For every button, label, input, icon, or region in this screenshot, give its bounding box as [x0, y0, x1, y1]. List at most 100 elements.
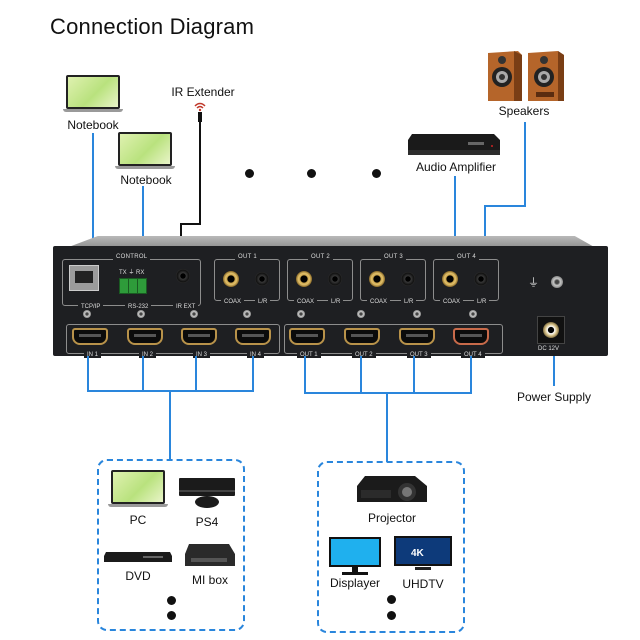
coax-port[interactable]: [442, 271, 458, 287]
audio-out-2-title: OUT 2: [308, 254, 334, 260]
wire-speakers: [484, 205, 526, 207]
screw: [469, 310, 477, 318]
hdmi-outputs-group: OUT 1 OUT 2 OUT 3 OUT 4: [284, 324, 503, 358]
hdmi-out-1-port[interactable]: [289, 328, 325, 345]
screw: [83, 310, 91, 318]
hdmi-out-3-label: OUT 3: [407, 352, 431, 358]
hdmi-in-1-label: IN 1: [84, 352, 102, 358]
coax-label: COAX: [367, 299, 391, 305]
hdmi-in-4-port[interactable]: [235, 328, 271, 345]
tcp-ip-label: TCP/IP: [78, 304, 104, 310]
lr-label: L/R: [328, 299, 344, 305]
rs232-pin[interactable]: [137, 278, 147, 294]
wire-hdmi-out-3: [413, 356, 415, 392]
lr-port[interactable]: [474, 272, 488, 286]
display-displayer-label: Displayer: [329, 576, 380, 590]
notebook-1-label: Notebook: [67, 118, 119, 132]
ir-extender-icon: [194, 102, 206, 122]
source-mi-box-label: MI box: [191, 573, 228, 587]
display-projector-label: Projector: [367, 511, 417, 525]
coax-label: COAX: [294, 299, 318, 305]
lr-label: L/R: [255, 299, 271, 305]
wire-hdmi-out-1: [304, 356, 306, 392]
hdmi-in-2-label: IN 2: [139, 352, 157, 358]
audio-amplifier-label: Audio Amplifier: [415, 160, 497, 174]
coax-port[interactable]: [223, 271, 239, 287]
hdmi-in-1-port[interactable]: [72, 328, 108, 345]
hdmi-in-4-label: IN 4: [247, 352, 265, 358]
wire-power-supply: [553, 356, 555, 386]
wire-speakers: [484, 205, 486, 257]
audio-out-3-group: OUT 3 COAX L/R: [360, 254, 426, 305]
coax-label: COAX: [440, 299, 464, 305]
screw: [137, 310, 145, 318]
sources-box: [97, 459, 245, 631]
ellipsis-dot: [167, 611, 176, 620]
matrix-device-rear-panel: CONTROL TX ⏚ RX TCP/IP RS-232 IR EXT OUT…: [53, 246, 608, 358]
hdmi-in-2-port[interactable]: [127, 328, 163, 345]
wire-notebook-1: [92, 133, 94, 253]
hdmi-in-3-label: IN 3: [193, 352, 211, 358]
uhdtv-icon: 4K: [394, 536, 452, 570]
wire-hdmi-in-3: [195, 356, 197, 390]
wire-output-trunk: [386, 392, 388, 462]
audio-out-4-group: OUT 4 COAX L/R: [433, 254, 499, 305]
hdmi-inputs-group: IN 1 IN 2 IN 3 IN 4: [66, 324, 280, 358]
hdmi-out-1-label: OUT 1: [297, 352, 321, 358]
ground-screw[interactable]: [551, 276, 563, 288]
hdmi-in-3-port[interactable]: [181, 328, 217, 345]
wire-hdmi-in-2: [142, 356, 144, 390]
notebook-2-icon: [115, 132, 175, 172]
ground-symbol-icon: ⏚: [528, 277, 539, 289]
notebook-1-icon: [63, 75, 123, 115]
wire-hdmi-in-1: [87, 356, 89, 390]
hdmi-out-4-label: OUT 4: [461, 352, 485, 358]
speakers-label: Speakers: [498, 104, 550, 118]
audio-out-3-title: OUT 3: [381, 254, 407, 260]
lr-port[interactable]: [401, 272, 415, 286]
audio-out-1-title: OUT 1: [235, 254, 261, 260]
audio-amplifier-icon: [408, 134, 500, 155]
lr-label: L/R: [474, 299, 490, 305]
screw: [190, 310, 198, 318]
page-title: Connection Diagram: [50, 14, 255, 39]
ir-ext-port[interactable]: [176, 269, 190, 283]
wire-ir-extender: [199, 120, 201, 224]
rs232-pins-label: TX ⏚ RX: [119, 270, 145, 276]
audio-out-2-group: OUT 2 COAX L/R: [287, 254, 353, 305]
lr-port[interactable]: [255, 272, 269, 286]
svg-text:4K: 4K: [411, 548, 425, 559]
control-group-title: CONTROL: [113, 254, 151, 260]
screw: [357, 310, 365, 318]
dc-label: DC 12V: [538, 346, 560, 352]
ellipsis-dot: [387, 611, 396, 620]
ir-extender-label: IR Extender: [171, 85, 235, 99]
wire-output-bus: [304, 392, 472, 394]
audio-out-1-group: OUT 1 COAX L/R: [214, 254, 280, 305]
coax-port[interactable]: [296, 271, 312, 287]
display-uhdtv-label: UHDTV: [402, 577, 444, 591]
hdmi-out-4-port[interactable]: [453, 328, 489, 345]
screw: [243, 310, 251, 318]
control-group: CONTROL TX ⏚ RX TCP/IP RS-232 IR EXT: [62, 254, 201, 310]
rs232-label: RS-232: [125, 304, 152, 310]
lr-port[interactable]: [328, 272, 342, 286]
coax-label: COAX: [221, 299, 245, 305]
ellipsis-dot: [167, 596, 176, 605]
hdmi-out-2-port[interactable]: [344, 328, 380, 345]
hdmi-out-2-label: OUT 2: [352, 352, 376, 358]
source-pc-label: PC: [129, 513, 147, 527]
wire-input-trunk: [169, 390, 171, 460]
ir-ext-label: IR EXT: [173, 304, 199, 310]
wire-notebook-2: [142, 186, 144, 252]
tcp-ip-port[interactable]: [69, 265, 99, 291]
hdmi-out-3-port[interactable]: [399, 328, 435, 345]
coax-port[interactable]: [369, 271, 385, 287]
audio-out-4-title: OUT 4: [454, 254, 480, 260]
wire-hdmi-out-4: [470, 356, 472, 392]
dc-power-port[interactable]: [537, 316, 565, 344]
screw: [413, 310, 421, 318]
matrix-device-top: [66, 236, 596, 248]
displays-box: [317, 461, 465, 633]
displayer-icon: [329, 537, 381, 575]
